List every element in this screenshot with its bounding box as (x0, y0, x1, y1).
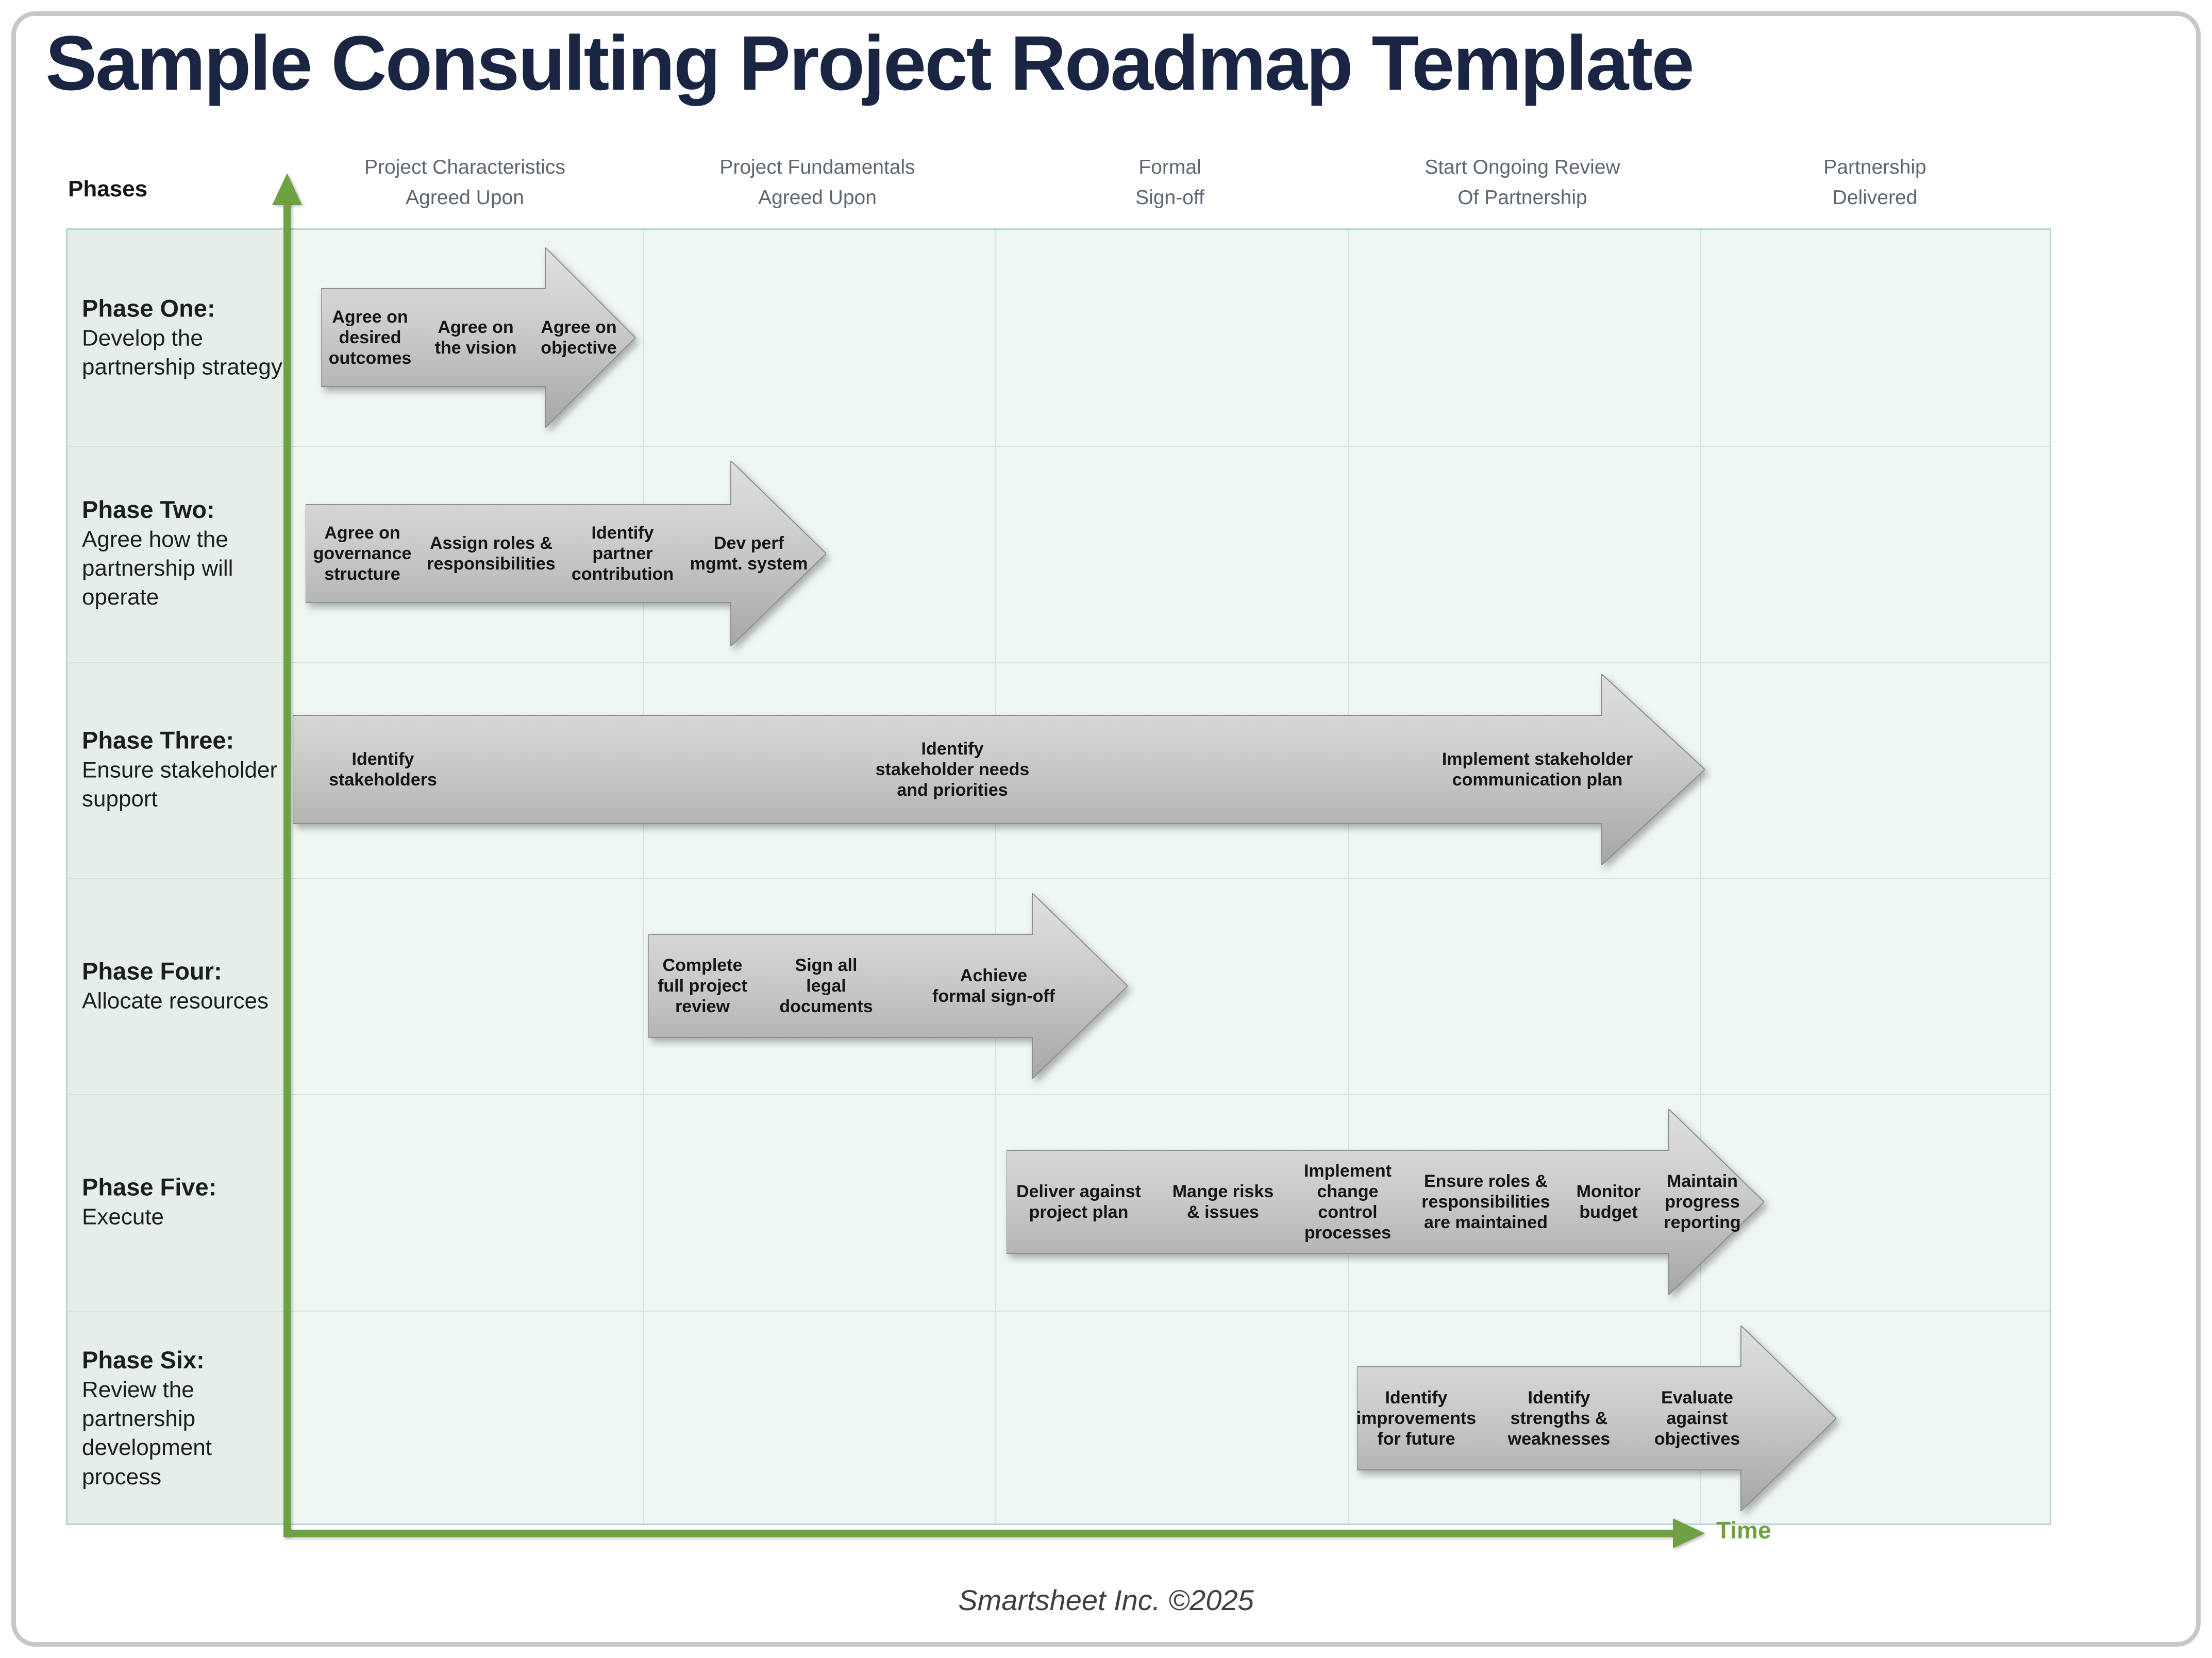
phase-label-column (68, 230, 289, 1523)
milestone: Dev perf mgmt. system (690, 533, 808, 574)
phase-six-label: Phase Six: Review the partnership develo… (82, 1345, 304, 1492)
row-gridline (68, 878, 2050, 879)
copyright-footer: Smartsheet Inc. ©2025 (958, 1584, 1254, 1616)
page-title: Sample Consulting Project Roadmap Templa… (45, 20, 1695, 106)
phase-five-arrow (1007, 1109, 1764, 1295)
column-gridline (1348, 230, 1349, 1523)
phase-six-arrow (1357, 1326, 1836, 1511)
milestone: Mange risks & issues (1172, 1181, 1274, 1222)
phase-one-label: Phase One: Develop the partnership strat… (82, 293, 304, 381)
phase-two-arrow (306, 461, 826, 646)
column-gridline (995, 230, 996, 1523)
row-gridline (68, 1094, 2050, 1095)
row-gridline (68, 662, 2050, 663)
milestone: Maintain progress reporting (1664, 1171, 1741, 1233)
phase-title: Phase Two: (82, 496, 215, 524)
phase-desc: Develop the partnership strategy (82, 325, 282, 380)
phase-three-label: Phase Three: Ensure stakeholder support (82, 725, 304, 813)
column-header-project-fundamentals: Project Fundamentals Agreed Upon (719, 156, 915, 209)
phase-four-arrow (648, 893, 1128, 1079)
milestone: Agree on desired outcomes (328, 307, 412, 369)
milestone: Deliver against project plan (1016, 1181, 1141, 1222)
milestone: Implement change control processes (1303, 1161, 1392, 1243)
phase-title: Phase Four: (82, 957, 222, 985)
row-gridline (68, 1311, 2050, 1312)
phase-desc: Allocate resources (82, 988, 269, 1014)
milestone: Agree on the vision (434, 317, 517, 358)
phase-title: Phase Six: (82, 1346, 205, 1374)
milestone: Sign all legal documents (779, 955, 873, 1017)
milestone: Evaluate against objectives (1654, 1387, 1740, 1449)
phase-desc: Ensure stakeholder support (82, 757, 278, 812)
phase-desc: Review the partnership development proce… (82, 1377, 212, 1489)
phases-column-header: Phases (68, 176, 148, 202)
milestone: Identify stakeholder needs and prioritie… (875, 739, 1030, 800)
phase-two-label: Phase Two: Agree how the partnership wil… (82, 495, 304, 612)
phase-desc: Execute (82, 1204, 164, 1230)
time-axis-line (283, 1530, 1675, 1537)
slide-border (11, 11, 2201, 1647)
milestone: Identify stakeholders (329, 749, 437, 790)
time-axis-label: Time (1716, 1517, 1771, 1544)
phase-title: Phase Five: (82, 1173, 217, 1201)
milestone: Assign roles & responsibilities (427, 533, 556, 574)
column-gridline (1700, 230, 1701, 1523)
milestone: Identify improvements for future (1356, 1387, 1477, 1449)
milestone: Ensure roles & responsibilities are main… (1421, 1171, 1550, 1233)
column-header-ongoing-review: Start Ongoing Review Of Partnership (1425, 156, 1620, 209)
phase-title: Phase One: (82, 294, 215, 322)
phase-one-arrow (321, 247, 635, 428)
phase-five-label: Phase Five: Execute (82, 1172, 304, 1231)
vertical-axis-arrowhead-icon (272, 173, 302, 205)
milestone: Identify partner contribution (571, 523, 674, 584)
phase-four-label: Phase Four: Allocate resources (82, 956, 304, 1015)
milestone: Agree on governance structure (313, 523, 412, 584)
roadmap-grid: Phase One: Develop the partnership strat… (66, 228, 2051, 1525)
milestone: Implement stakeholder communication plan (1442, 749, 1633, 790)
phase-title: Phase Three: (82, 726, 234, 754)
milestone: Identify strengths & weaknesses (1507, 1387, 1611, 1449)
column-gridline (643, 230, 644, 1523)
phase-three-arrow (293, 674, 1705, 865)
milestone: Agree on objective (541, 317, 617, 358)
milestone: Complete full project review (658, 955, 747, 1017)
vertical-axis-line (283, 203, 291, 1537)
milestone: Achieve formal sign-off (932, 965, 1055, 1006)
milestone: Monitor budget (1576, 1181, 1641, 1222)
time-axis-arrowhead-icon (1673, 1518, 1705, 1548)
phase-desc: Agree how the partnership will operate (82, 526, 233, 610)
column-header-project-characteristics: Project Characteristics Agreed Upon (364, 156, 566, 209)
column-header-partnership-delivered: Partnership Delivered (1823, 156, 1926, 209)
column-header-formal-sign-off: Formal Sign-off (1135, 156, 1204, 209)
row-gridline (68, 446, 2050, 447)
